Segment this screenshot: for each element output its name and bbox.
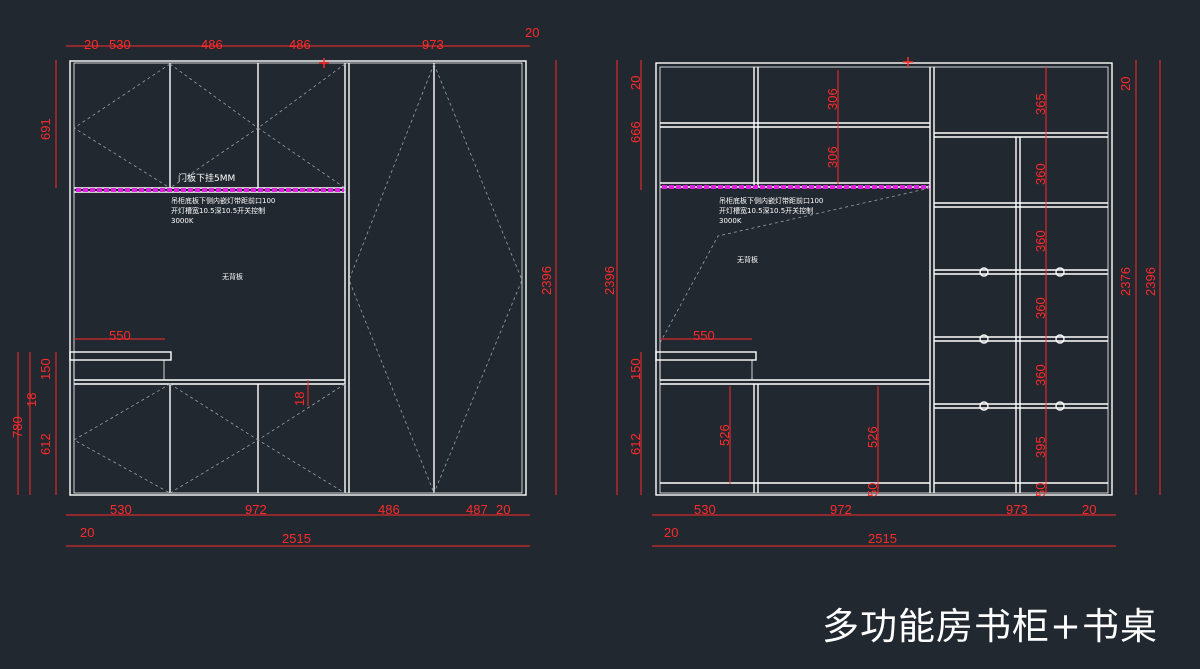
dim-right-50a: 50 [865,483,880,497]
dim-left-612: 612 [38,433,53,455]
dim-left-top-530: 530 [109,37,131,52]
note-no-back: 无背板 [222,272,243,281]
dim-left-550: 550 [109,328,131,343]
dim-left-bottom-487: 487 [466,502,488,517]
right-outer-frame [655,62,1113,496]
dim-right-20-right: 20 [1118,77,1133,91]
dim-left-780: 780 [10,416,25,438]
dim-left-bottom-530: 530 [110,502,132,517]
dim-right-bottom-972: 972 [830,502,852,517]
dim-right-360a: 360 [1033,163,1048,185]
dim-left-bottom-20b: 20 [80,525,94,540]
dim-right-666: 666 [628,121,643,143]
left-door-swing-lines [73,63,523,494]
dim-right-2376: 2376 [1118,267,1133,296]
dim-left-top-486a: 486 [201,37,223,52]
dim-right-50b: 50 [1033,483,1048,497]
left-dimension-labels: 20 530 486 486 973 20 691 150 18 780 612… [10,25,554,546]
dim-left-bottom-972: 972 [245,502,267,517]
dim-left-top-973: 973 [422,37,444,52]
dim-right-306a: 306 [825,88,840,110]
left-outer-frame [69,60,527,496]
dim-right-2396-left: 2396 [602,266,617,295]
note-light-3: 3000K [171,217,194,225]
dim-right-bottom-973: 973 [1006,502,1028,517]
dim-right-150: 150 [628,358,643,380]
left-inner-frame [73,62,523,494]
note-light-2: 开灯槽宽10.5深10.5开关控制 [171,206,265,215]
dim-right-bottom-20: 20 [1082,502,1096,517]
dim-left-top-20b: 20 [525,25,539,40]
dim-left-bottom-486: 486 [378,502,400,517]
dim-right-bottom-530: 530 [694,502,716,517]
dim-right-2396-right: 2396 [1143,267,1158,296]
dim-right-360c: 360 [1033,297,1048,319]
dim-left-bottom-20: 20 [496,502,510,517]
dim-right-526b: 526 [865,426,880,448]
dim-left-inner-18: 18 [292,392,307,406]
note-right-light-3: 3000K [719,217,742,225]
left-notes: 门板下挂5MM 吊柜底板下侧内嵌灯带距前口100 开灯槽宽10.5深10.5开关… [171,172,275,281]
dim-left-691: 691 [38,118,53,140]
dim-right-395: 395 [1033,436,1048,458]
dim-right-550: 550 [693,328,715,343]
dim-right-20: 20 [628,76,643,90]
dim-left-total-2515: 2515 [282,531,311,546]
dim-left-top-20: 20 [84,37,98,52]
dim-right-total-2515: 2515 [868,531,897,546]
dim-left-2396: 2396 [539,266,554,295]
note-right-light-2: 开灯槽宽10.5深10.5开关控制 [719,206,813,215]
note-light-1: 吊柜底板下侧内嵌灯带距前口100 [171,196,275,205]
dim-left-18: 18 [24,393,39,407]
dim-right-bottom-20b: 20 [664,525,678,540]
dim-right-526a: 526 [717,424,732,446]
dim-right-360d: 360 [1033,364,1048,386]
left-insert-mark [319,58,329,68]
left-dimension-lines [17,45,557,547]
dim-right-612: 612 [628,433,643,455]
dim-left-150: 150 [38,358,53,380]
dim-right-365: 365 [1033,93,1048,115]
note-right-no-back: 无背板 [737,255,758,264]
right-insert-mark [903,57,913,67]
right-hidden-lines [659,187,931,344]
drawing-title: 多功能房书柜+书桌 [822,605,1159,648]
right-dimension-labels: 20 666 2396 150 612 306 306 365 360 360 … [602,76,1158,546]
note-right-light-1: 吊柜底板下侧内嵌灯带距前口100 [719,196,823,205]
right-notes: 吊柜底板下侧内嵌灯带距前口100 开灯槽宽10.5深10.5开关控制 3000K… [719,196,823,264]
left-elevation [69,60,527,496]
dim-left-top-486b: 486 [289,37,311,52]
note-door-hang: 门板下挂5MM [178,172,235,184]
right-dimension-lines [616,60,1161,547]
dim-right-306b: 306 [825,146,840,168]
dim-right-360b: 360 [1033,230,1048,252]
